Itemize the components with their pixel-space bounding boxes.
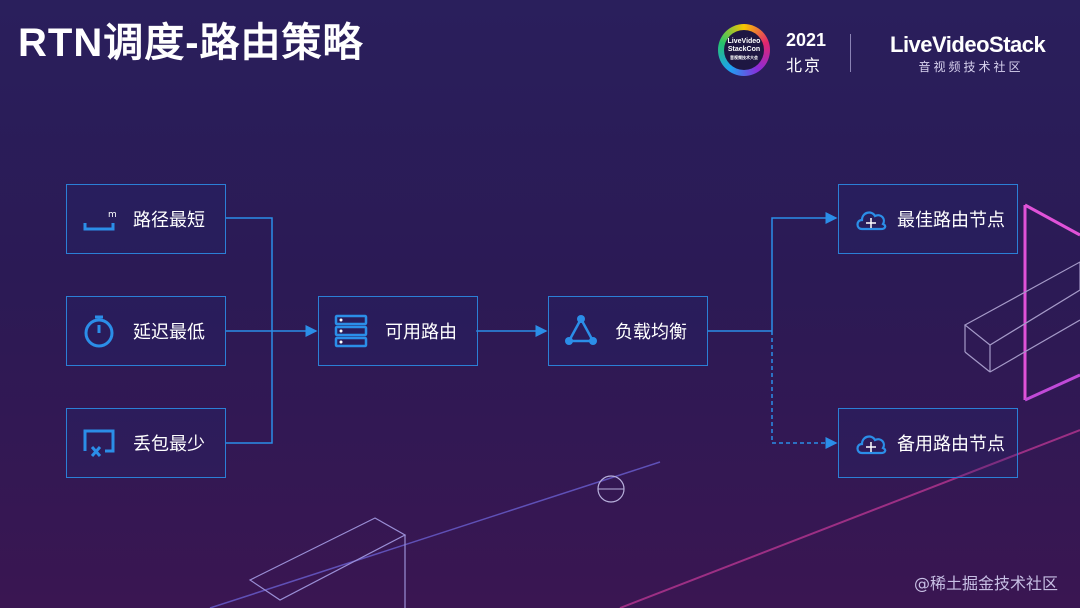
link-least-loss [225, 331, 273, 444]
node-label: 可用路由 [385, 322, 457, 343]
node-best-route: 最佳路由节点 [838, 184, 1018, 254]
node-label: 备用路由节点 [897, 434, 1005, 455]
header-divider [850, 34, 851, 72]
event-year: 2021 [786, 30, 827, 50]
node-backup-route: 备用路由节点 [838, 408, 1018, 478]
brand-subtitle: 音视频技术社区 [918, 60, 1024, 74]
node-label: 丢包最少 [133, 434, 205, 455]
node-shortest-path: m 路径最短 [66, 184, 226, 254]
brand-logo: LiveVideoStack [890, 32, 1046, 57]
event-city: 北京 [786, 56, 823, 75]
cloud-node-icon [856, 435, 887, 455]
svg-text:m: m [108, 210, 117, 220]
page-title: RTN调度-路由策略 [18, 21, 364, 65]
load-balance-icon [565, 315, 597, 345]
event-logo-line1: LiveVideo [727, 38, 761, 45]
node-lowest-latency: 延迟最低 [66, 296, 226, 366]
event-logo: LiveVideo StackCon 音视频技术大会 [718, 24, 770, 76]
ruler-icon: m [83, 210, 117, 231]
node-label: 最佳路由节点 [897, 210, 1005, 231]
event-logo-line2: StackCon [727, 46, 761, 53]
watermark: @稀土掘金技术社区 [913, 574, 1058, 593]
server-stack-icon [334, 314, 368, 348]
event-logo-line3: 音视频技术大会 [730, 55, 758, 60]
packet-loss-icon [83, 429, 115, 457]
node-least-loss: 丢包最少 [66, 408, 226, 478]
node-label: 延迟最低 [133, 322, 205, 343]
cloud-node-icon [856, 211, 887, 231]
stopwatch-icon [84, 315, 114, 348]
link-shortest-path [225, 217, 273, 331]
node-load-balance: 负载均衡 [548, 296, 708, 366]
link-to-backup-node [771, 331, 838, 449]
node-label: 路径最短 [133, 210, 205, 231]
node-label: 负载均衡 [615, 322, 687, 343]
node-available-route: 可用路由 [318, 296, 478, 366]
link-to-best-node [771, 212, 838, 331]
